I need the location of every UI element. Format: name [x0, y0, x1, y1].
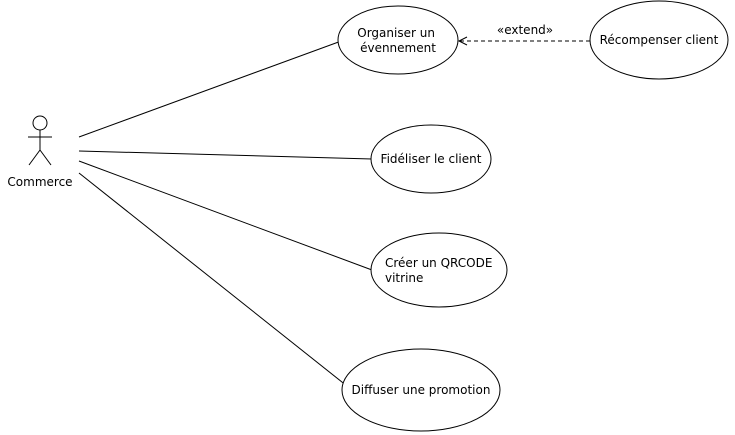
actor-commerce: Commerce: [7, 115, 73, 189]
extend-stereotype-label: «extend»: [497, 23, 553, 37]
extend-arrowhead: [457, 36, 468, 46]
use-case-fideliser-client: Fidéliser le client: [370, 124, 492, 194]
actor-name-label: Commerce: [7, 175, 72, 189]
association-fideliser-client: [78, 150, 373, 160]
use-case-label: Fidéliser le client: [381, 152, 482, 166]
use-case-label-line-1: Organiser un: [357, 26, 435, 40]
use-case-creer-qrcode-vitrine: Créer un QRCODE vitrine: [370, 232, 508, 308]
use-case-label-line-2: vitrine: [385, 271, 423, 285]
actor-head: [32, 115, 48, 131]
use-case-ellipse: [337, 5, 459, 75]
use-case-diffuser-promotion: Diffuser une promotion: [341, 348, 501, 432]
association-organiser-evenement: [78, 39, 345, 138]
use-case-recompenser-client: Récompenser client: [589, 0, 729, 80]
use-case-ellipse: [341, 348, 501, 432]
association-diffuser-promotion: [78, 172, 353, 391]
actor-right-leg: [39, 149, 52, 166]
use-case-ellipse: [370, 124, 492, 194]
association-creer-qrcode: [78, 160, 373, 271]
actor-left-leg: [28, 149, 41, 166]
use-case-label-line-1: Créer un QRCODE: [385, 256, 492, 270]
use-case-ellipse: [589, 0, 729, 80]
use-case-label: Diffuser une promotion: [352, 383, 491, 397]
use-case-organiser-evenement: Organiser un évennement: [337, 5, 459, 75]
svg-text:Organiser un évennement: Organiser un évennement: [357, 26, 439, 55]
svg-text:Créer un QRCODE vitrine: Créer un QRCODE vitrine: [385, 256, 496, 285]
use-case-label: Récompenser client: [600, 33, 719, 47]
use-case-ellipse: [370, 232, 508, 308]
use-case-label-line-2: évennement: [360, 41, 436, 55]
